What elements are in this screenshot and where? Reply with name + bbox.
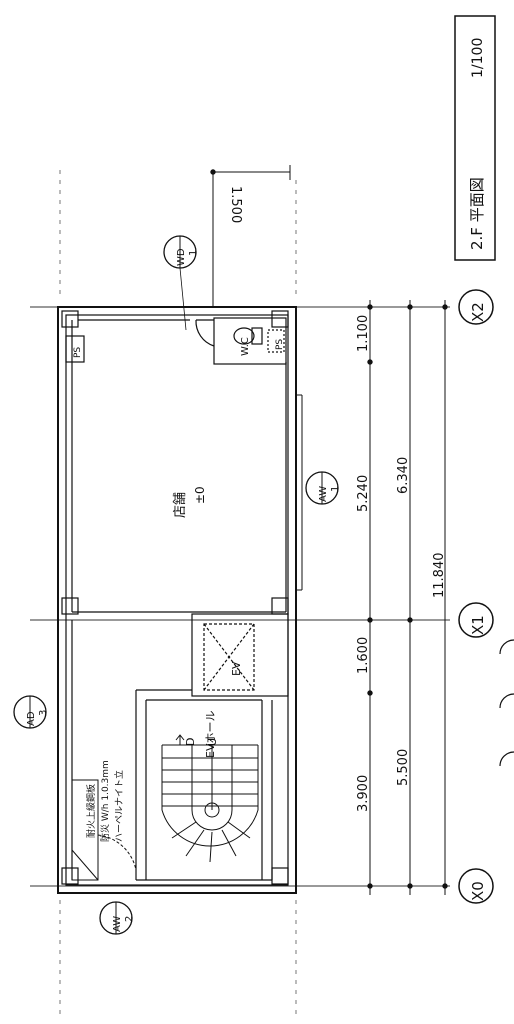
tag-ad3: AD 3: [13, 695, 49, 729]
stair-label-u: U: [206, 738, 219, 746]
entrance-door: [71, 779, 137, 881]
svg-text:3: 3: [38, 710, 49, 716]
svg-text:WD: WD: [176, 248, 187, 266]
note-line-3: ハーペルナイト立: [113, 770, 125, 842]
dim-3900: 3.900: [356, 775, 371, 812]
elevator-shaft: [191, 613, 289, 697]
grid-marker-x2: X2: [458, 289, 494, 325]
pipe-space-top: [65, 335, 85, 363]
svg-text:2: 2: [124, 916, 135, 922]
tag-wd1-leader: [179, 267, 187, 331]
dim-5240: 5.240: [356, 475, 371, 512]
room-label-wc: W.C: [240, 337, 251, 356]
shop-window: [296, 394, 303, 591]
svg-text:AW: AW: [112, 916, 123, 932]
reference-dashes: [59, 170, 297, 1020]
svg-text:AD: AD: [26, 711, 37, 726]
svg-text:X0: X0: [469, 881, 487, 901]
dim-1100: 1.100: [356, 315, 371, 352]
dim-11840: 11.840: [432, 553, 447, 599]
dim-5500: 5.500: [396, 749, 411, 786]
dimension-lines: [210, 165, 448, 895]
room-label-ps-right: PS: [275, 339, 285, 350]
room-label-ev-hall: EVホール: [204, 711, 217, 758]
stair-label-d: D: [184, 738, 197, 746]
grid-marker-x1: X1: [458, 602, 494, 638]
edge-arc-marks: [499, 639, 514, 767]
svg-text:X2: X2: [469, 302, 487, 322]
dim-1500: 1.500: [228, 186, 243, 223]
room-label-ev: EV: [230, 661, 243, 676]
note-line-1: 耐火上級鋼板: [85, 784, 97, 838]
spiral-staircase: [161, 734, 259, 863]
svg-text:1: 1: [188, 250, 199, 256]
svg-text:AW: AW: [318, 486, 329, 502]
wc-room: [195, 317, 287, 365]
drawing-scale: 1/100: [470, 38, 486, 78]
dim-6340: 6.340: [396, 457, 411, 494]
shop-room-walls: [71, 319, 287, 613]
exterior-walls: [57, 306, 297, 894]
dim-1600: 1.600: [356, 637, 371, 674]
svg-text:1: 1: [330, 486, 341, 492]
room-label-shop-level: ±0: [193, 486, 207, 504]
note-line-2: 防災 W/h 1.0.3mm: [99, 760, 111, 842]
tag-wd1: WD 1: [163, 235, 199, 269]
grid-marker-x0: X0: [458, 868, 494, 904]
tag-aw1: AW 1: [305, 471, 341, 505]
svg-text:X1: X1: [469, 615, 487, 635]
title-block: 2.F 平面図 1/100: [454, 15, 496, 261]
drawing-title: 2.F 平面図: [468, 177, 486, 250]
room-label-shop: 店舗: [173, 492, 188, 518]
room-label-ps-top: PS: [73, 347, 83, 358]
tag-aw2: AW 2: [99, 901, 135, 935]
